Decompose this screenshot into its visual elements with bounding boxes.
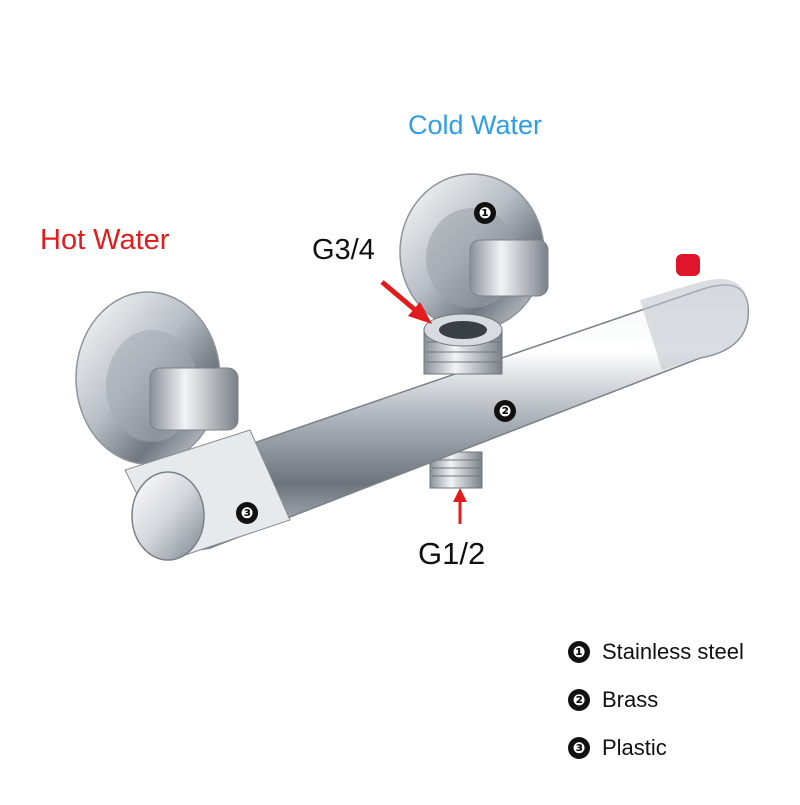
legend-number: ❷ bbox=[568, 689, 590, 711]
legend-item: ❷ Brass bbox=[568, 676, 744, 724]
callout-3-badge: ❸ bbox=[236, 502, 258, 524]
pointer-arrows bbox=[380, 280, 467, 524]
hot-water-label: Hot Water bbox=[40, 224, 170, 256]
callout-1-badge: ❶ bbox=[474, 202, 496, 224]
cold-wall-plate bbox=[399, 173, 549, 331]
legend-number: ❸ bbox=[568, 737, 590, 759]
legend-text: Stainless steel bbox=[602, 639, 744, 664]
legend-number: ❶ bbox=[568, 641, 590, 663]
legend-item: ❸ Plastic bbox=[568, 724, 744, 772]
safety-stop-knob bbox=[676, 254, 700, 276]
callout-3-number: ❸ bbox=[236, 502, 258, 524]
legend-text: Brass bbox=[602, 687, 659, 712]
callout-2-number: ❷ bbox=[494, 400, 516, 422]
legend-item: ❶ Stainless steel bbox=[568, 628, 744, 676]
outlet-bottom-size-label: G1/2 bbox=[418, 536, 486, 571]
top-outlet bbox=[423, 313, 503, 375]
arrow-bottom-head bbox=[453, 488, 467, 502]
handle-cap bbox=[124, 429, 291, 561]
legend-text: Plastic bbox=[602, 735, 667, 760]
material-legend: ❶ Stainless steel ❷ Brass ❸ Plastic bbox=[568, 628, 744, 772]
callout-1-number: ❶ bbox=[474, 202, 496, 224]
outlet-top-size-label: G3/4 bbox=[312, 234, 375, 266]
arrow-top-head bbox=[408, 302, 432, 324]
hot-wall-plate bbox=[75, 291, 239, 465]
cold-water-label: Cold Water bbox=[408, 110, 543, 140]
callout-2-badge: ❷ bbox=[494, 400, 516, 422]
